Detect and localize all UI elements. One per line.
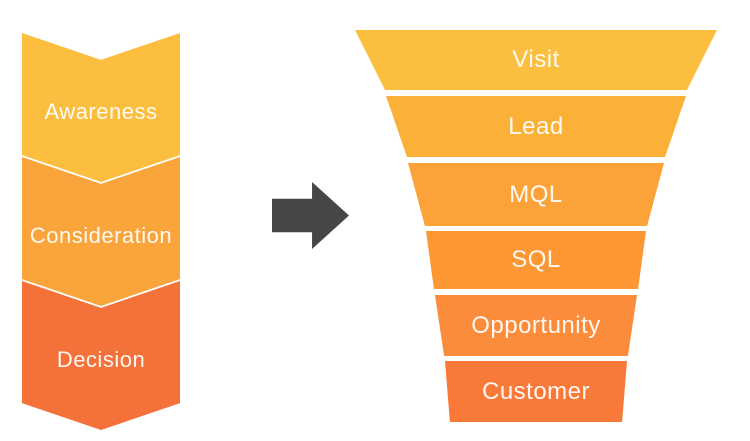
chevron-decision: Decision [22,281,180,430]
stage-label: MQL [509,180,563,208]
stage-label: Lead [508,112,564,140]
right-arrow-icon [272,182,349,249]
stage-label: SQL [511,246,561,273]
stage-label: Visit [512,46,560,73]
funnel-stage-customer: Customer [445,361,627,422]
stage-label: Opportunity [471,311,601,339]
chevron-awareness: Awareness [22,33,180,182]
stage-label: Awareness [44,98,158,124]
funnel-stage-opportunity: Opportunity [435,295,637,356]
funnel-stage-sql: SQL [426,231,646,289]
stage-label: Customer [481,377,591,405]
funnel-stage-lead: Lead [386,96,686,157]
stage-label: Decision [56,346,146,372]
stage-label: Consideration [29,222,173,248]
funnel-stage-visit: Visit [355,30,717,90]
funnel-stage-mql: MQL [408,163,664,226]
